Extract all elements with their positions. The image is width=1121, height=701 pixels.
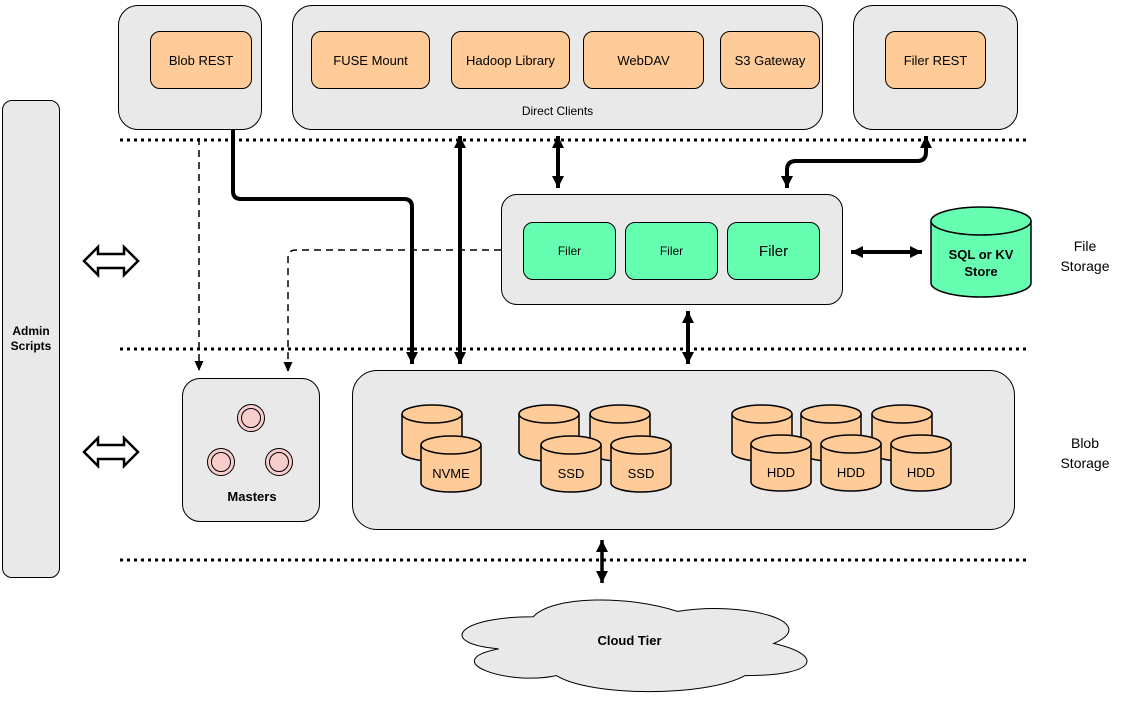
hadoop-library-node: Hadoop Library [451, 31, 570, 89]
cloud-tier-label: Cloud Tier [597, 633, 662, 648]
double-arrow-admin-blob-storage-icon [82, 434, 140, 470]
filer-node-3: Filer [727, 222, 820, 280]
drive-cylinder-hdd: HDD [750, 434, 812, 492]
arrow-filer-rest-to-filer [781, 136, 932, 188]
master-node-icon [207, 448, 235, 476]
filer-label-1: Filer [557, 244, 582, 258]
master-node-icon [237, 404, 265, 432]
masters-label: Masters [227, 489, 277, 504]
s3-gateway-label: S3 Gateway [734, 52, 806, 68]
file-storage-zone-label: File Storage [1060, 238, 1110, 274]
master-node-icon [265, 448, 293, 476]
webdav-label: WebDAV [617, 52, 670, 68]
fuse-mount-node: FUSE Mount [311, 31, 430, 89]
cloud-icon [461, 599, 808, 693]
drive-cylinder-ssd: SSD [610, 435, 672, 493]
drive-label-nvme: NVME [432, 466, 470, 481]
webdav-node: WebDAV [583, 31, 704, 89]
fuse-mount-label: FUSE Mount [333, 52, 408, 68]
arrow-blob-rest-to-volumes [231, 130, 418, 364]
blob-storage-zone-label: Blob Storage [1060, 435, 1110, 471]
filer-label-3: Filer [758, 242, 789, 260]
dashed-arrow-filer-to-masters [283, 249, 501, 372]
filer-node-1: Filer [523, 222, 616, 280]
drive-label-ssd: SSD [627, 466, 655, 481]
filer-node-2: Filer [625, 222, 718, 280]
filer-label-2: Filer [659, 244, 684, 258]
cloud-tier-shape: Cloud Tier [437, 590, 822, 697]
drive-cylinder-nvme: NVME [420, 435, 482, 493]
drive-label-hdd: HDD [766, 465, 796, 480]
drive-cylinder-hdd: HDD [890, 434, 952, 492]
sql-kv-store-label: SQL or KV Store [948, 247, 1014, 279]
drive-label-hdd: HDD [836, 465, 866, 480]
hadoop-library-label: Hadoop Library [466, 52, 555, 68]
admin-scripts-label: Admin Scripts [10, 324, 52, 353]
drive-label-hdd: HDD [906, 465, 936, 480]
masters-container: Masters [182, 378, 320, 522]
cylinder-shape [930, 206, 1032, 298]
filer-rest-node: Filer REST [885, 31, 986, 89]
drive-cylinder-hdd: HDD [820, 434, 882, 492]
drive-cylinder-ssd: SSD [540, 435, 602, 493]
direct-clients-label: Direct Clients [521, 104, 594, 118]
drive-label-ssd: SSD [557, 466, 585, 481]
admin-scripts-box: Admin Scripts [2, 100, 60, 578]
filer-rest-label: Filer REST [903, 52, 968, 68]
blob-rest-label: Blob REST [168, 52, 234, 68]
sql-kv-store-cylinder: SQL or KV Store [930, 206, 1032, 298]
blob-rest-node: Blob REST [150, 31, 252, 89]
double-arrow-admin-file-storage-icon [82, 243, 140, 279]
s3-gateway-node: S3 Gateway [720, 31, 820, 89]
